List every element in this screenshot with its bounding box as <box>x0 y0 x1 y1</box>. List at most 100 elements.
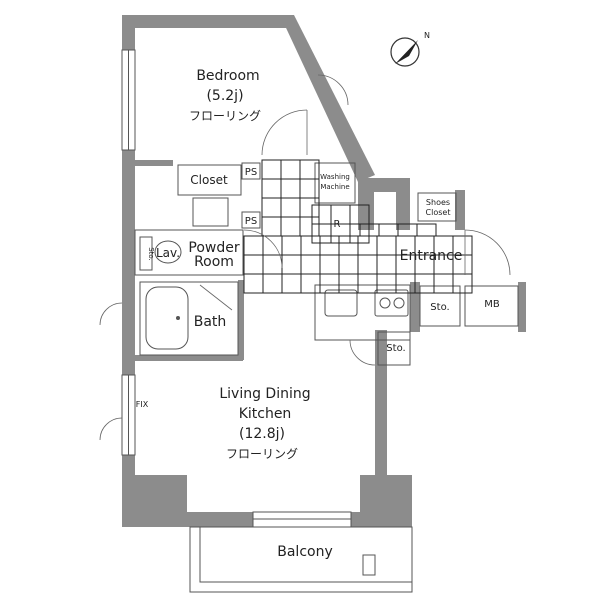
floor-tile <box>338 235 359 256</box>
wall-column-lower <box>358 178 374 230</box>
bedroom-size: (5.2j) <box>206 88 243 104</box>
powder-room-label-1: Powder <box>188 240 239 256</box>
wall-mb-right <box>518 282 526 332</box>
compass-arrow-icon <box>395 40 418 64</box>
floor-tile <box>281 273 302 294</box>
door-bedroom <box>261 109 308 156</box>
door-bath-swing <box>199 284 233 311</box>
floor-tile <box>261 216 282 237</box>
floor-tile <box>376 235 397 256</box>
floor-tile <box>261 197 282 218</box>
floor-tile <box>311 204 332 225</box>
washing-machine-box <box>314 162 356 204</box>
compass-circle <box>390 37 420 67</box>
powder-room-label-2: Room <box>194 254 234 270</box>
balcony-label: Balcony <box>277 544 333 560</box>
powder-room-box <box>134 229 244 276</box>
bath-label: Bath <box>194 314 227 330</box>
floor-tile <box>243 254 264 275</box>
r-mark: R <box>334 219 341 230</box>
floor-tile <box>433 273 454 294</box>
entrance-label: Entrance <box>400 248 463 264</box>
floor-tile <box>281 254 302 275</box>
floor-tile <box>378 223 399 237</box>
mb-box <box>464 285 519 327</box>
door-entrance <box>464 229 511 276</box>
floor-tile <box>262 235 283 256</box>
sto-label-2: Sto. <box>386 343 405 354</box>
balcony-drain <box>362 554 376 576</box>
kitchen-stove <box>374 289 409 317</box>
wall-column-bottom-left <box>122 475 187 527</box>
door-ldk-exterior <box>99 417 123 441</box>
fix-label: FIX <box>136 400 149 409</box>
ps-label-1: PS <box>245 167 257 178</box>
windows <box>121 49 352 528</box>
balcony-inner <box>199 526 413 583</box>
floor-tile <box>357 273 378 294</box>
floor-tile <box>452 273 473 294</box>
floor-tile <box>280 197 301 218</box>
bathtub <box>145 286 189 350</box>
closet-box <box>177 164 242 196</box>
partition-bath-right <box>238 280 244 360</box>
bath-room-box <box>139 281 239 356</box>
wall-top <box>122 15 292 28</box>
door-bath-exterior <box>99 302 123 326</box>
wall-diagonal <box>280 15 375 182</box>
wall-sto-left <box>410 282 420 332</box>
floor-tile <box>280 216 301 237</box>
floor-tile <box>357 235 378 256</box>
floor-tile <box>416 223 437 237</box>
floor-tile <box>319 235 340 256</box>
washing-label-2: Machine <box>320 183 349 191</box>
wall-entrance-right <box>455 190 465 230</box>
ldk-name-line1: Living Dining <box>219 386 310 402</box>
closet-label: Closet <box>190 173 228 187</box>
floor-tile <box>299 197 320 218</box>
ps-box-2 <box>241 211 261 229</box>
sto-small-box <box>139 236 153 271</box>
ps-label-2: PS <box>245 216 257 227</box>
floor-tile <box>243 235 264 256</box>
washing-label-1: Washing <box>320 173 350 181</box>
doors <box>99 74 511 441</box>
floor-tile <box>319 254 340 275</box>
floor-tile <box>338 254 359 275</box>
floor-tile <box>311 223 332 244</box>
floor-tile <box>280 178 301 199</box>
lavatory-basin <box>154 240 182 264</box>
room-outlines <box>134 162 519 593</box>
kitchen-counter <box>314 284 411 341</box>
door-powder-room <box>243 229 283 269</box>
floor-tile <box>281 235 302 256</box>
floor-tile <box>299 178 320 199</box>
floor-tile <box>280 159 301 180</box>
floor-tile <box>243 273 264 294</box>
floor-tile <box>299 216 320 237</box>
bedroom-floor: フローリング <box>189 109 261 123</box>
floor-tile <box>357 254 378 275</box>
wall-column-bottom-right <box>360 475 412 527</box>
shoes-closet-box <box>417 192 457 222</box>
door-bedroom-top <box>317 74 349 106</box>
partition-bedroom <box>135 160 173 166</box>
closet-inner <box>192 197 229 227</box>
sto-box-1 <box>419 285 461 327</box>
floor-tile <box>262 273 283 294</box>
partition-bath <box>135 355 243 361</box>
lav-label: Lav. <box>156 246 180 260</box>
floor-tile <box>261 178 282 199</box>
floor-tile <box>300 254 321 275</box>
compass: N <box>390 31 430 67</box>
floor-tile <box>300 273 321 294</box>
sto-label-1: Sto. <box>430 302 449 313</box>
floor-tile <box>261 159 282 180</box>
shoes-closet-label-2: Closet <box>426 208 451 217</box>
shoes-closet-label-1: Shoes <box>426 198 450 207</box>
floor-tile <box>300 235 321 256</box>
floor-tile <box>376 254 397 275</box>
door-sto <box>349 339 376 366</box>
bedroom-name: Bedroom <box>196 68 259 84</box>
